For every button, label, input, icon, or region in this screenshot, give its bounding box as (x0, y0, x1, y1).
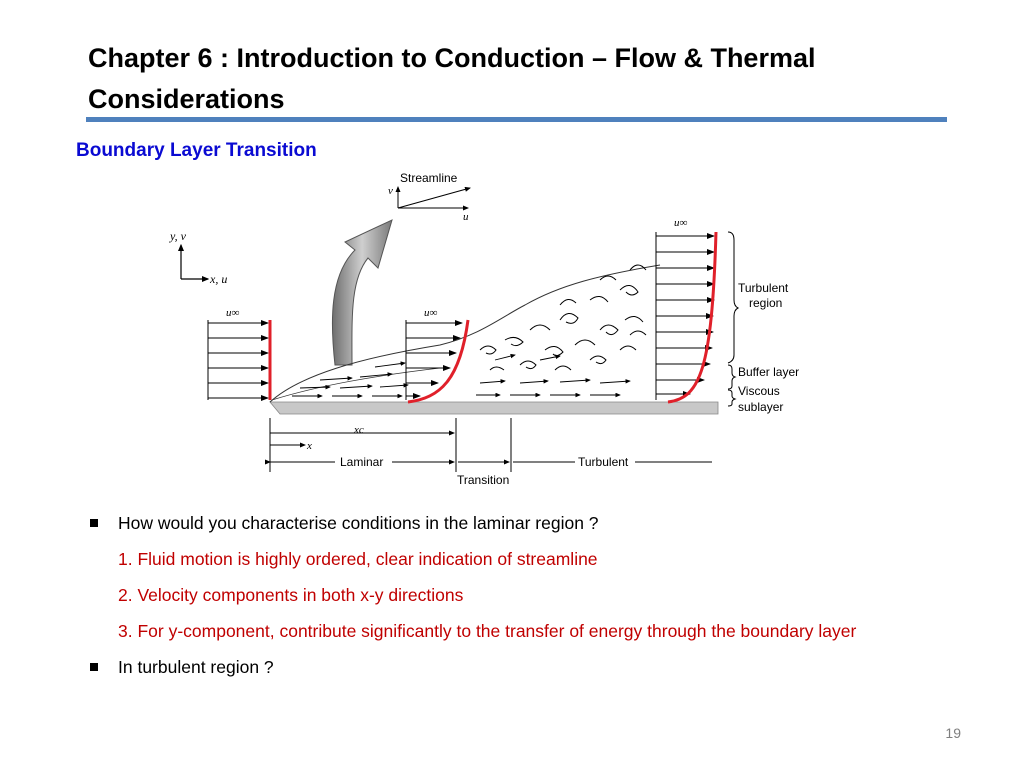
bullet-square-icon (90, 519, 98, 527)
turbulent-eddies (479, 264, 647, 371)
sub-item: 2. Velocity components in both x-y direc… (118, 585, 464, 605)
turbulent-label: Turbulent (578, 455, 629, 469)
flat-plate (269, 401, 719, 415)
turbulent-profile (655, 231, 718, 404)
transition-label: Transition (457, 473, 509, 487)
bullet-list: How would you characterise conditions in… (88, 510, 908, 690)
slide-subtitle: Boundary Layer Transition (76, 140, 317, 161)
laminar-label: Laminar (340, 455, 383, 469)
x-label: x (306, 440, 312, 452)
boundary-layer-diagram: y, v x, u Streamline v u u∞ (169, 171, 799, 487)
xc-label: xc (353, 424, 364, 436)
zoom-arrow (331, 219, 393, 366)
transition-profile (405, 319, 470, 404)
bullet-item: In turbulent region ? (88, 654, 908, 681)
sub-item: 1. Fluid motion is highly ordered, clear… (118, 549, 598, 569)
svg-text:region: region (749, 296, 782, 310)
page-number: 19 (945, 725, 961, 741)
bullet-item: How would you characterise conditions in… (88, 510, 908, 537)
laminar-boundary-edge (269, 264, 661, 403)
axis-label-yv: y, v (169, 229, 187, 243)
streamline-label: Streamline (400, 171, 458, 185)
streamline-inset: Streamline v u (388, 171, 471, 223)
viscous-sublayer-label: Viscous (738, 384, 780, 398)
region-braces (727, 231, 740, 407)
buffer-layer-label: Buffer layer (738, 365, 799, 379)
svg-text:u: u (463, 211, 469, 223)
turbulent-region-label: Turbulent (738, 281, 789, 295)
u-inf-label-2: u∞ (424, 307, 438, 319)
slide-title: Chapter 6 : Introduction to Conduction –… (88, 43, 816, 114)
laminar-flow-arrows (292, 361, 409, 399)
svg-text:sublayer: sublayer (738, 400, 783, 414)
dimension-lines (265, 418, 712, 472)
sub-item: 3. For y-component, contribute significa… (118, 621, 857, 641)
title-divider (86, 117, 947, 122)
freestream-profile (207, 320, 272, 401)
svg-text:v: v (388, 185, 393, 197)
u-inf-label-3: u∞ (674, 217, 688, 229)
bullet-square-icon (90, 663, 98, 671)
axis-label-xu: x, u (209, 272, 227, 286)
u-inf-label-1: u∞ (226, 307, 240, 319)
turbulent-flow-arrows (476, 353, 631, 398)
coordinate-axes: y, v x, u (169, 229, 227, 286)
